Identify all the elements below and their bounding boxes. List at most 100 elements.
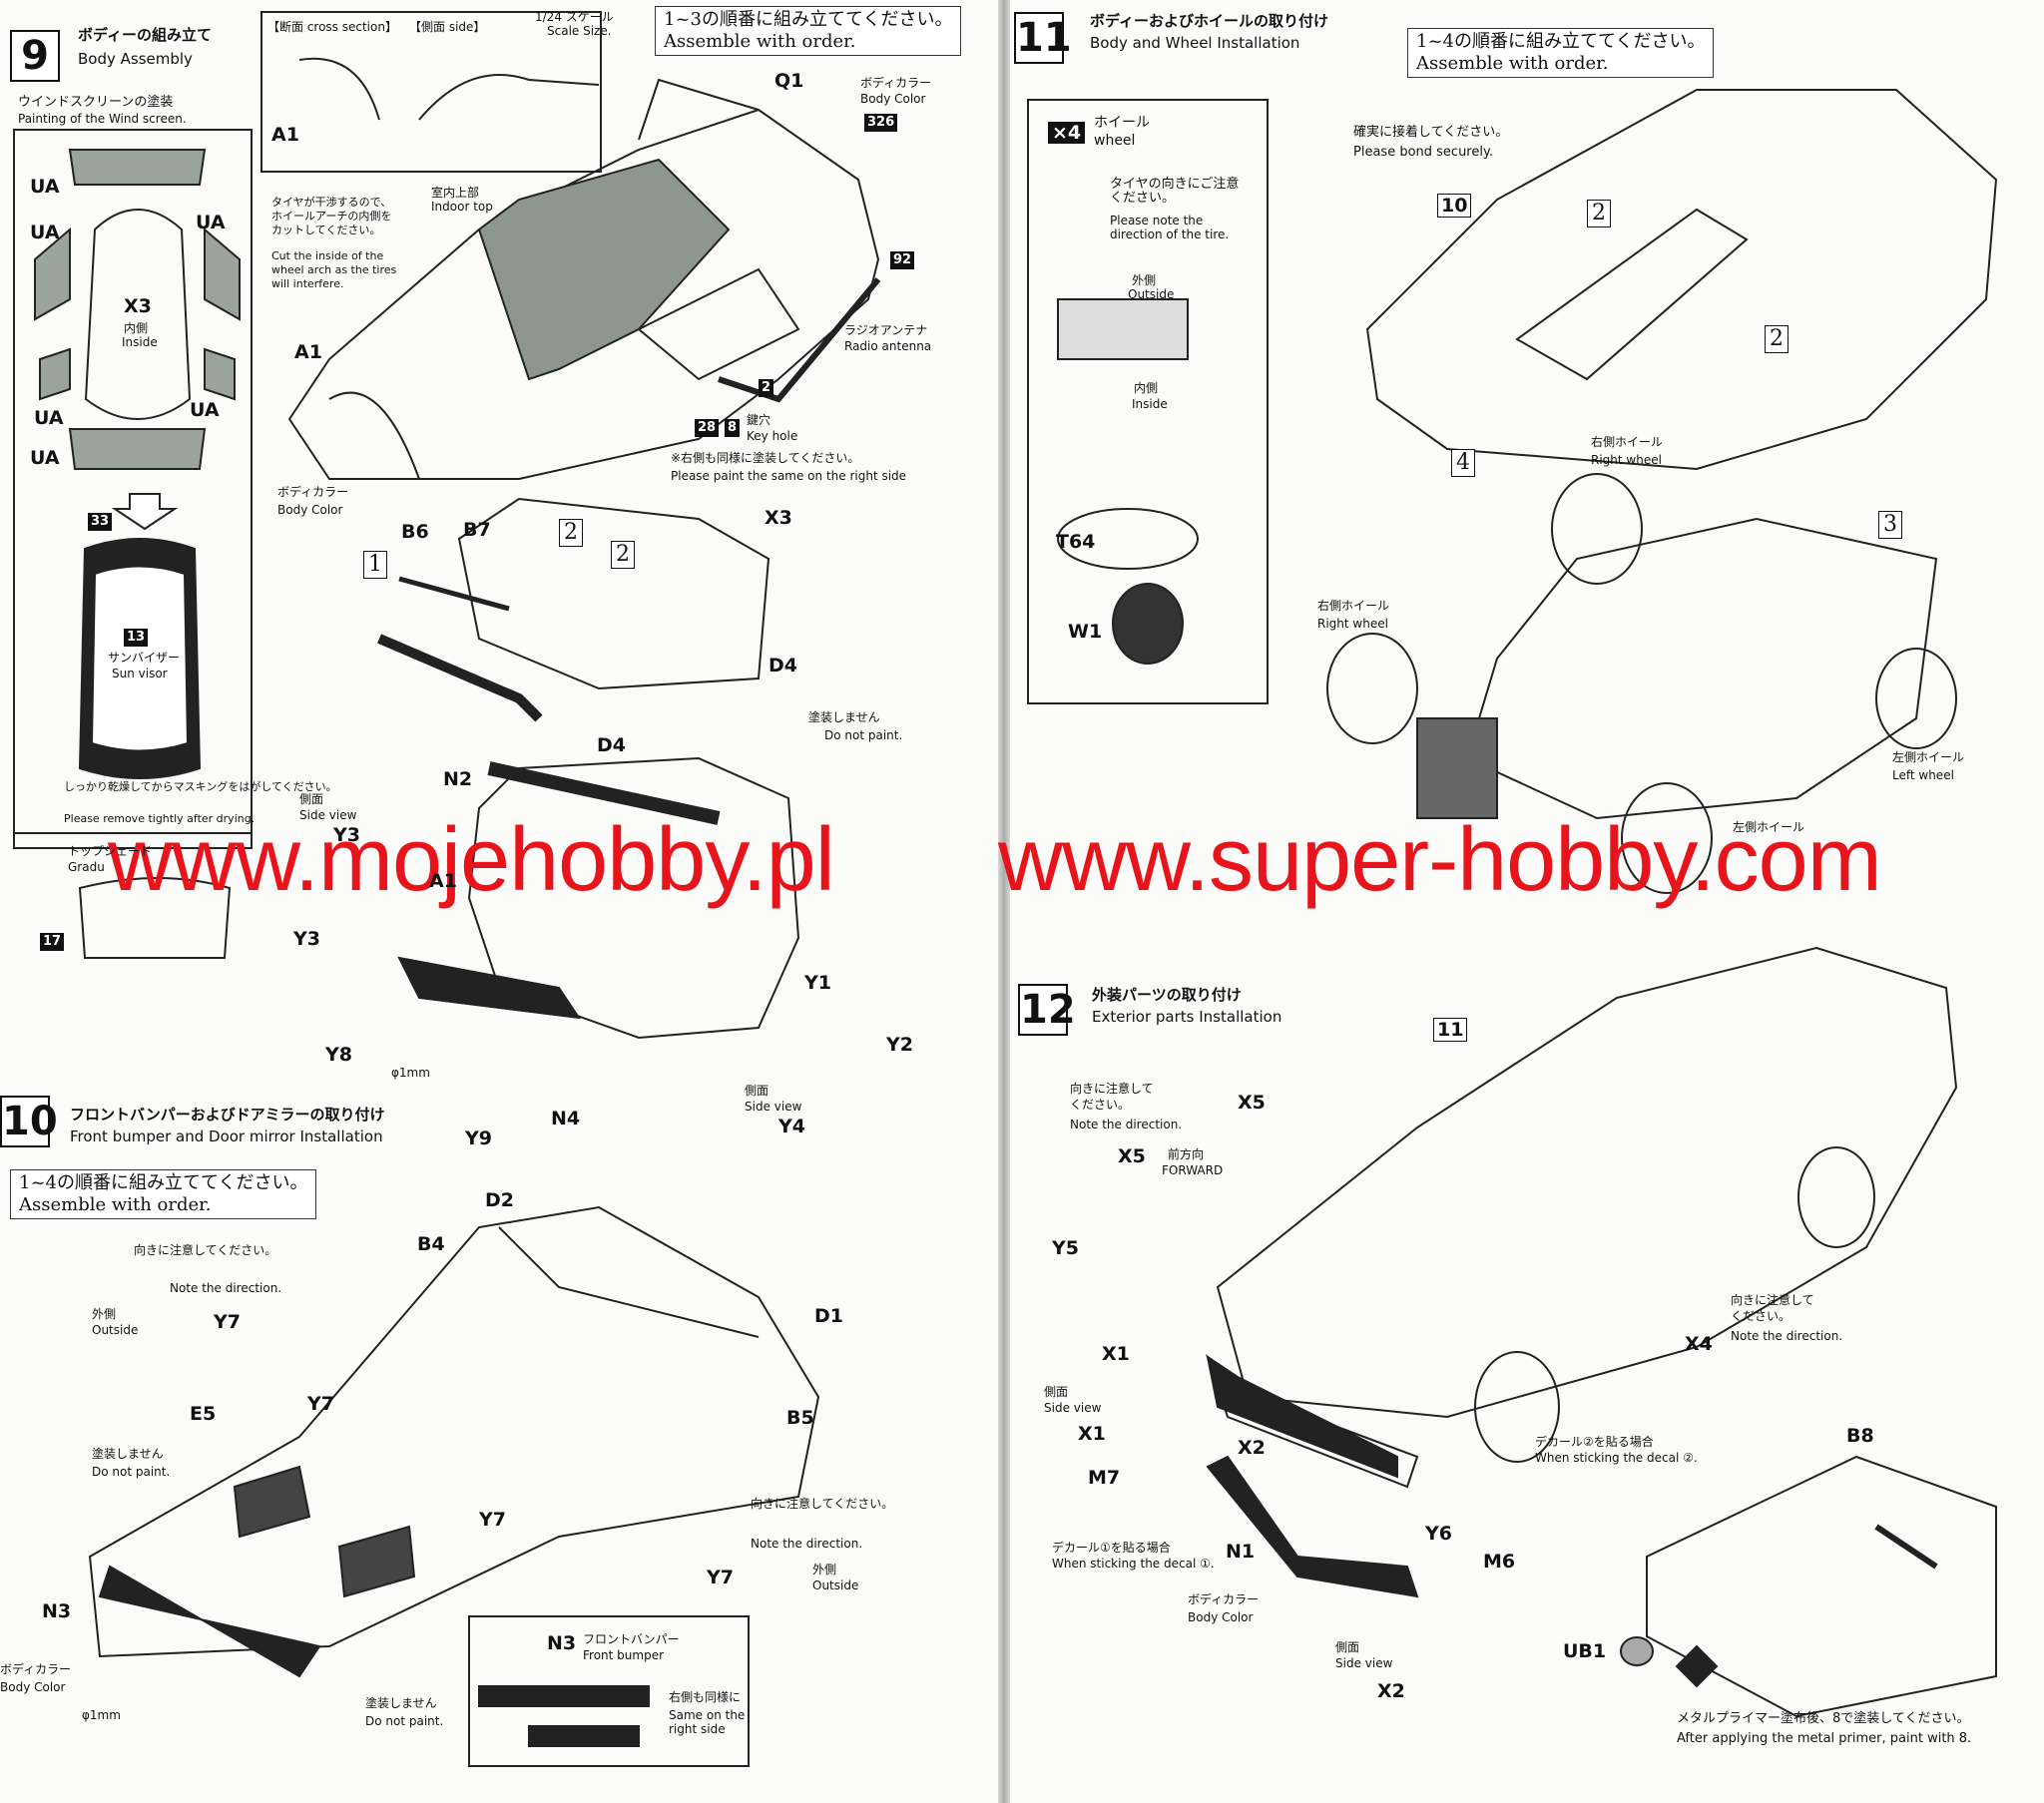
step12-title-en: Exterior parts Installation [1092, 1008, 1282, 1026]
part-d4: D4 [597, 734, 626, 756]
part-b6: B6 [401, 521, 429, 543]
step9-order-box: 1~3の順番に組み立ててください。 Assemble with order. [655, 6, 962, 56]
decal2-en: When sticking the decal ②. [1535, 1451, 1698, 1465]
tire-inside-jp: 内側 [1134, 381, 1159, 395]
decal1-en: When sticking the decal ①. [1052, 1557, 1215, 1571]
inside-label-jp: 内側 [124, 321, 149, 335]
step9-title-en: Body Assembly [78, 50, 193, 68]
direction-en-2: Note the direction. [751, 1537, 863, 1551]
step11-number: 11 [1014, 12, 1072, 64]
direction-jp-2: 向きに注意してください。 [751, 1497, 894, 1511]
outside-en: Outside [92, 1323, 139, 1337]
step11-title-jp: ボディーおよびホイールの取り付け [1090, 12, 1328, 30]
step9-order-jp: 1~3の順番に組み立ててください。 [664, 9, 953, 30]
part-x1-side: X1 [1078, 1423, 1106, 1445]
color-28-badge: 28 [695, 419, 720, 437]
part-d4-detail: D4 [768, 655, 797, 676]
part-ua-e: UA [34, 407, 64, 429]
forward-en: FORWARD [1162, 1163, 1224, 1177]
cross-section-panel [260, 11, 602, 173]
side-view-jp-s12b: 側面 [1335, 1640, 1360, 1654]
indoor-top-jp: 室内上部 [431, 186, 480, 200]
body-color-en-s12: Body Color [1188, 1610, 1254, 1624]
step9-floor [457, 497, 770, 690]
left-wheel-jp-2: 左側ホイール [1733, 820, 1805, 834]
part-m6: M6 [1483, 1551, 1516, 1573]
gradation-label: トップシェード [68, 844, 153, 858]
right-wheel-en: Right wheel [1591, 453, 1662, 467]
part-x2-side: X2 [1377, 1680, 1405, 1702]
step10-order-jp: 1~4の順番に組み立ててください。 [19, 1172, 308, 1193]
wheel-x4: ×4 [1048, 122, 1086, 144]
same-right-en: Please paint the same on the right side [671, 469, 907, 483]
same-right-en-10: Same on the right side [669, 1708, 746, 1736]
part-q1: Q1 [774, 70, 804, 92]
keyhole-jp: 鍵穴 [747, 413, 771, 427]
step10-title-en: Front bumper and Door mirror Installatio… [70, 1127, 383, 1145]
primer-note-jp: メタルプライマー塗布後、8で塗装してください。 [1677, 1711, 1970, 1726]
right-wheel-en-2: Right wheel [1317, 617, 1388, 631]
part-y7-right: Y7 [479, 1509, 506, 1531]
step9-number: 9 [10, 30, 60, 82]
inside-label-en: Inside [122, 335, 158, 349]
decal2-jp: デカール②を貼る場合 [1535, 1435, 1654, 1449]
color-17-badge: 17 [40, 933, 65, 951]
same-right-jp: ※右側も同様に塗装してください。 [671, 451, 860, 465]
indoor-top-en: Indoor top [431, 200, 493, 214]
step11-chassis [1465, 517, 1938, 820]
windscreen-car-top [84, 209, 192, 420]
tire-outside-jp: 外側 [1132, 273, 1157, 287]
bond-note-en: Please bond securely. [1353, 145, 1493, 160]
part-b7: B7 [463, 519, 491, 541]
outside-en-2: Outside [812, 1578, 859, 1592]
step12-body [1216, 946, 1958, 1419]
phi-label-2: φ1mm [82, 1708, 121, 1722]
direction-jp2-s12: ください。 [1070, 1098, 1131, 1112]
side-view-jp-y4: 側面 [745, 1084, 769, 1098]
order-2-badge-s11: 2 [1587, 200, 1611, 227]
part-y7-right-note: Y7 [707, 1567, 734, 1588]
no-paint-jp-3: 塗装しません [365, 1696, 437, 1710]
color-13-badge: 13 [124, 629, 149, 647]
part-ua-d: UA [30, 222, 60, 243]
same-right-jp-10: 右側も同様に [669, 1690, 742, 1704]
part-x4: X4 [1685, 1333, 1713, 1355]
watermark-superhobby: www.super-hobby.com [998, 810, 1882, 910]
side-label: 【側面 side】 [409, 20, 486, 34]
order-2b-badge: 2 [611, 541, 635, 569]
part-11-ref: 11 [1433, 1018, 1468, 1042]
windscreen-title-jp: ウインドスクリーンの塗装 [18, 95, 174, 110]
page-spine [998, 0, 1010, 1803]
order-3-badge-s11: 3 [1878, 511, 1902, 539]
body-color-en-2: Body Color [277, 503, 343, 517]
antenna-en: Radio antenna [844, 339, 932, 353]
part-y7-note: Y7 [214, 1311, 241, 1333]
part-ub1: UB1 [1563, 1640, 1607, 1662]
body-color-jp-2: ボディカラー [277, 485, 349, 499]
sun-visor-jp: サンバイザー [108, 651, 181, 665]
no-paint-en-2: Do not paint. [92, 1465, 171, 1479]
right-wheel-jp-2: 右側ホイール [1317, 599, 1390, 613]
color-92-badge: 92 [890, 251, 915, 269]
side-view-jp: 側面 [299, 792, 324, 806]
step12-title-jp: 外装パーツの取り付け [1092, 986, 1242, 1004]
part-10-ref: 10 [1437, 194, 1472, 218]
step10-order-box: 1~4の順番に組み立ててください。 Assemble with order. [10, 1169, 317, 1219]
step11-order-jp: 1~4の順番に組み立ててください。 [1416, 31, 1706, 52]
no-paint-en: Do not paint. [824, 728, 903, 742]
body-color-jp-s12: ボディカラー [1188, 1592, 1260, 1606]
color-8-badge: 8 [725, 419, 741, 437]
front-bumper-en: Front bumper [583, 1648, 665, 1662]
bond-note-jp: 確実に接着してください。 [1353, 125, 1509, 140]
color-2-badge: 2 [759, 379, 774, 397]
step10-number: 10 [0, 1096, 58, 1147]
part-a1-front: A1 [429, 870, 457, 892]
step9-title-jp: ボディーの組み立て [78, 26, 212, 44]
part-a1-arch: A1 [294, 341, 322, 363]
direction-jp: 向きに注意してください。 [134, 1243, 277, 1257]
step12-number: 12 [1018, 984, 1076, 1036]
sun-visor-en: Sun visor [112, 667, 168, 680]
wheel-en: wheel [1094, 133, 1136, 149]
